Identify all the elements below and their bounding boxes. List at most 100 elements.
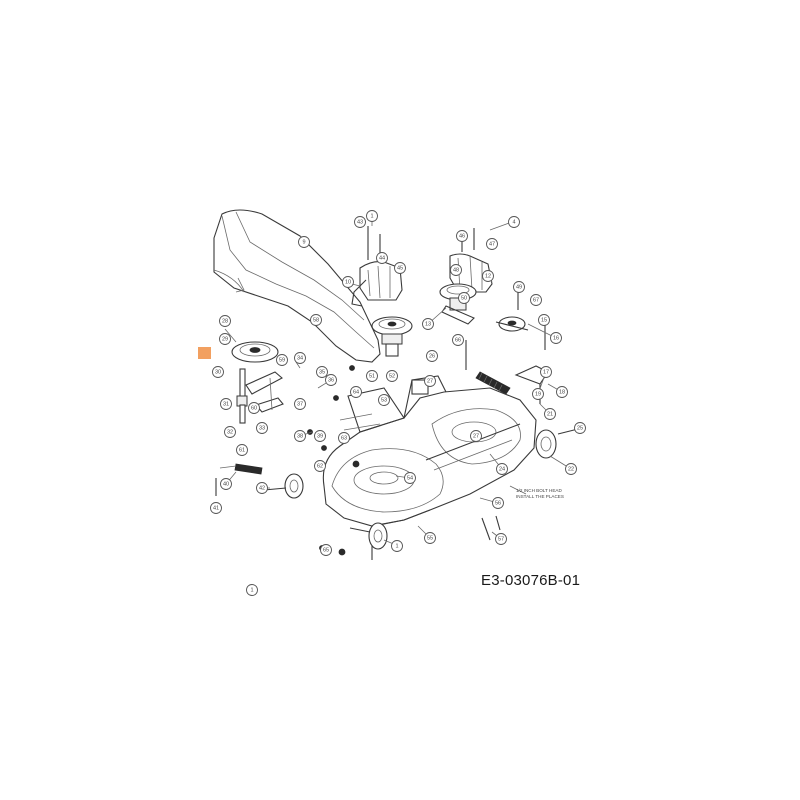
- callout-bubble: [220, 398, 232, 410]
- callout-number: 43: [357, 219, 363, 225]
- callout-bubble: [404, 472, 416, 484]
- install-note: 1/2 INCH BOLT HEAD INSTALL THE PLACES: [516, 488, 564, 499]
- callout-number: 67: [533, 297, 539, 303]
- callout-number: 47: [489, 241, 495, 247]
- callout-number: 38: [297, 433, 303, 439]
- callout-bubble: [236, 444, 248, 456]
- callout-number: 49: [516, 284, 522, 290]
- callout-bubble: [298, 236, 310, 248]
- callout-bubble: [314, 430, 326, 442]
- callout-bubble: [452, 334, 464, 346]
- callout-number: 53: [381, 397, 387, 403]
- callout-bubble: [276, 354, 288, 366]
- callout-number: 54: [407, 475, 413, 481]
- install-note-line-2: INSTALL THE PLACES: [516, 494, 564, 499]
- callout-number: 4: [512, 219, 515, 225]
- callout-bubble: [220, 478, 232, 490]
- callout-number: 1: [395, 543, 398, 549]
- callout-bubble: [544, 408, 556, 420]
- callout-number: 27: [473, 433, 479, 439]
- callout-bubble: [316, 366, 328, 378]
- callout-bubble: [550, 332, 562, 344]
- callout-number: 31: [223, 401, 229, 407]
- callout-bubble: [482, 270, 494, 282]
- callout-bubble: [426, 350, 438, 362]
- callout-bubble: [556, 386, 568, 398]
- callout-number: 13: [425, 321, 431, 327]
- callout-number: 24: [499, 466, 505, 472]
- selected-part-marker: [198, 347, 211, 359]
- callout-number: 25: [577, 425, 583, 431]
- callout-number: 59: [279, 357, 285, 363]
- callout-bubble: [294, 352, 306, 364]
- callout-bubble: [256, 422, 268, 434]
- callout-number: 42: [259, 485, 265, 491]
- callout-number: 27: [427, 378, 433, 384]
- callout-bubble: [256, 482, 268, 494]
- callout-number: 66: [455, 337, 461, 343]
- callout-number: 64: [353, 389, 359, 395]
- callout-bubble: [212, 366, 224, 378]
- callout-bubble: [210, 502, 222, 514]
- callout-bubble: [470, 430, 482, 442]
- callout-bubble: [248, 402, 260, 414]
- callout-number: 10: [345, 279, 351, 285]
- callout-bubble: [338, 432, 350, 444]
- discharge-chute: [213, 209, 381, 363]
- callout-bubble: [574, 422, 586, 434]
- right-pulley-cover: [439, 253, 493, 325]
- callout-bubble: [366, 210, 378, 222]
- callout-number: 57: [498, 536, 504, 542]
- callout-number: 45: [397, 265, 403, 271]
- callout-bubble: [310, 314, 322, 326]
- callout-number: 61: [239, 447, 245, 453]
- callout-bubble: [294, 398, 306, 410]
- install-note-line-1: 1/2 INCH BOLT HEAD: [516, 488, 562, 493]
- callout-bubble: [294, 430, 306, 442]
- callout-number: 17: [543, 369, 549, 375]
- callout-number: 48: [453, 267, 459, 273]
- callout-bubble: [565, 463, 577, 475]
- callout-bubble: [219, 315, 231, 327]
- callout-bubble: [538, 314, 550, 326]
- callout-number: 35: [319, 369, 325, 375]
- deck-wheels: [263, 427, 583, 550]
- callout-bubble: [458, 292, 470, 304]
- callout-number: 29: [222, 336, 228, 342]
- callout-bubble: [496, 463, 508, 475]
- callout-bubble: [450, 264, 462, 276]
- callout-bubble: [391, 540, 403, 552]
- callout-number: 26: [429, 353, 435, 359]
- callout-number: 15: [541, 317, 547, 323]
- mower-deck: [322, 375, 537, 527]
- callout-number: 52: [389, 373, 395, 379]
- callout-bubble: [224, 426, 236, 438]
- callout-number: 18: [559, 389, 565, 395]
- callout-bubble: [486, 238, 498, 250]
- callout-bubble: [386, 370, 398, 382]
- callout-number: 63: [341, 435, 347, 441]
- callout-bubble: [508, 216, 520, 228]
- callout-number: 39: [317, 433, 323, 439]
- callout-number: 65: [323, 547, 329, 553]
- callout-bubble: [320, 544, 332, 556]
- callout-number: 60: [251, 405, 257, 411]
- callout-bubble: [366, 370, 378, 382]
- callout-number: 28: [222, 318, 228, 324]
- callout-bubble: [540, 366, 552, 378]
- left-spring: [219, 463, 263, 475]
- callout-number: 1: [370, 213, 373, 219]
- callout-number: 30: [215, 369, 221, 375]
- callout-number: 9: [302, 239, 305, 245]
- callout-number: 19: [535, 391, 541, 397]
- callout-number: 32: [227, 429, 233, 435]
- callout-number: 58: [313, 317, 319, 323]
- callout-bubble: [325, 374, 337, 386]
- callout-number: 33: [259, 425, 265, 431]
- callout-number: 37: [297, 401, 303, 407]
- callout-bubble: [394, 262, 406, 274]
- callout-number: 21: [547, 411, 553, 417]
- callout-number: 50: [461, 295, 467, 301]
- center-pulley-cover: [351, 261, 413, 357]
